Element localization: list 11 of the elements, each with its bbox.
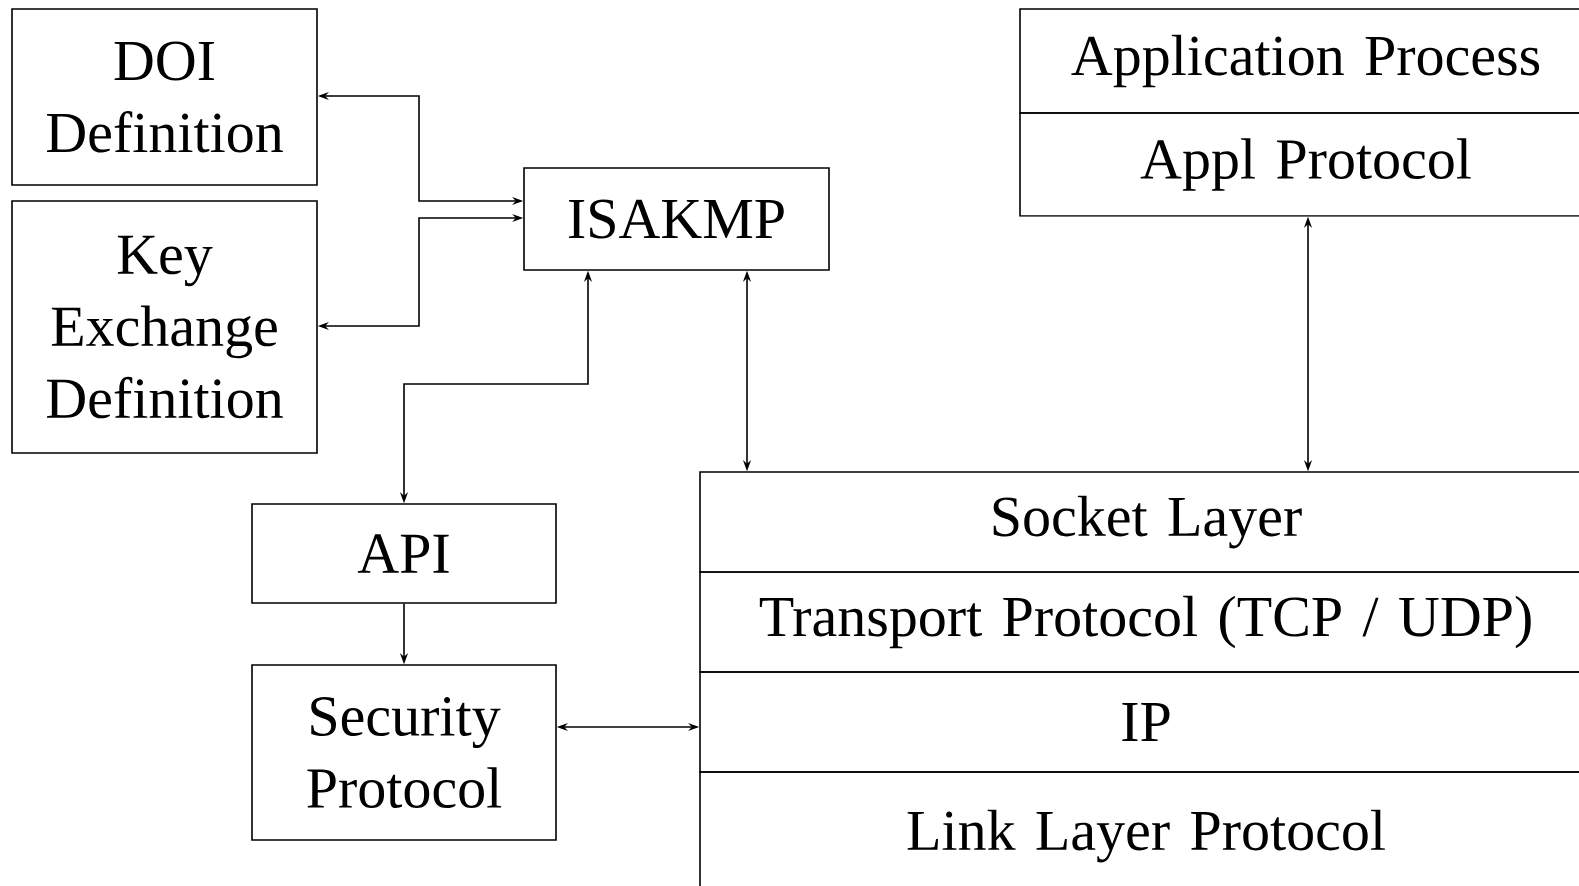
api-box: API [251,503,557,604]
protocol-box: Security Protocol [251,664,557,841]
definition-box: DOI Definition [11,8,318,186]
layer-box: IP [699,671,1579,773]
layer-box: Application Process [1019,8,1579,114]
layer-box: Appl Protocol [1019,112,1579,217]
protocol-box: ISAKMP [523,167,830,271]
definition-box: Key Exchange Definition [11,200,318,454]
layer-box: Transport Protocol (TCP / UDP) [699,571,1579,673]
layer-box: Socket Layer [699,471,1579,573]
layer-box: Link Layer Protocol [699,771,1579,886]
